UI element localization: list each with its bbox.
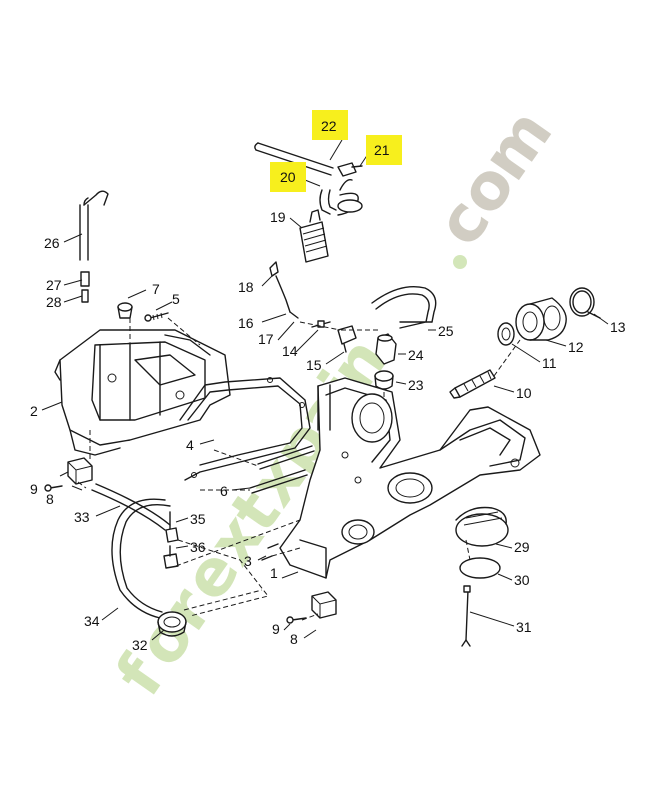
highlight-20: [270, 162, 306, 192]
label-21[interactable]: 21: [374, 142, 390, 158]
part-21-fitting: [337, 162, 363, 177]
part-32-cap: [157, 611, 187, 637]
label-24[interactable]: 24: [408, 347, 424, 363]
label-27[interactable]: 27: [46, 277, 62, 293]
part-14-cable-clip: [311, 320, 331, 328]
label-15[interactable]: 15: [306, 357, 322, 373]
label-19[interactable]: 19: [270, 209, 286, 225]
label-13[interactable]: 13: [610, 319, 626, 335]
part-26-tube: [79, 190, 109, 261]
part-labels: 1 2 3 4 5 6 7 8 8 9 9 10 11 12 13 14 15 …: [30, 118, 626, 653]
part-16-cable: [275, 275, 291, 313]
part-10-worm: [449, 369, 496, 399]
part-9-screw-left: [44, 484, 63, 492]
part-36-fitting: [163, 545, 179, 569]
label-9-right[interactable]: 9: [272, 621, 280, 637]
label-10[interactable]: 10: [516, 385, 532, 401]
label-36[interactable]: 36: [190, 539, 206, 555]
part-13-clamp: [569, 287, 601, 319]
part-33-hose: [91, 483, 171, 531]
assembly-lines: [77, 317, 521, 621]
label-8-left[interactable]: 8: [46, 491, 54, 507]
part-35-fitting: [165, 511, 179, 543]
label-14[interactable]: 14: [282, 343, 298, 359]
label-26[interactable]: 26: [44, 235, 60, 251]
part-12-bearing: [515, 297, 567, 341]
label-16[interactable]: 16: [238, 315, 254, 331]
label-8-right[interactable]: 8: [290, 631, 298, 647]
label-6[interactable]: 6: [220, 483, 228, 499]
label-11[interactable]: 11: [542, 355, 557, 371]
label-23[interactable]: 23: [408, 377, 424, 393]
label-12[interactable]: 12: [568, 339, 584, 355]
label-34[interactable]: 34: [84, 613, 100, 629]
part-24-valve: [375, 333, 397, 365]
label-32[interactable]: 32: [132, 637, 148, 653]
label-28[interactable]: 28: [46, 294, 62, 310]
watermark-dot: [453, 255, 467, 269]
part-8-nut-right: [311, 591, 337, 619]
label-1[interactable]: 1: [270, 565, 278, 581]
part-28-pin: [81, 289, 89, 303]
part-5-screw: [144, 312, 169, 322]
label-35[interactable]: 35: [190, 511, 206, 527]
part-30-o-ring: [459, 557, 501, 579]
label-20[interactable]: 20: [280, 169, 296, 185]
label-22[interactable]: 22: [321, 118, 337, 134]
part-20-elbow-hose: [319, 179, 363, 216]
part-27-sleeve: [80, 271, 90, 287]
highlight-boxes: [270, 110, 402, 192]
part-3-pin: [261, 543, 279, 561]
part-19-filter: [299, 209, 329, 263]
part-11-washer: [497, 322, 515, 346]
part-4-gasket: [179, 377, 311, 481]
label-25[interactable]: 25: [438, 323, 454, 339]
highlight-21: [366, 135, 402, 165]
part-25-hose: [371, 285, 437, 329]
highlight-22: [312, 110, 348, 140]
label-9-left[interactable]: 9: [30, 481, 38, 497]
label-30[interactable]: 30: [514, 572, 530, 588]
label-3[interactable]: 3: [244, 553, 252, 569]
label-2[interactable]: 2: [30, 403, 38, 419]
part-6-stud: [249, 445, 315, 494]
part-8-nut-left: [67, 457, 93, 485]
label-18[interactable]: 18: [238, 279, 254, 295]
part-34-hose: [111, 498, 171, 619]
part-2-housing: [54, 329, 231, 456]
label-4[interactable]: 4: [186, 437, 194, 453]
part-1-crankcase: [279, 377, 541, 579]
part-7-plug: [117, 302, 133, 319]
part-29-cap: [455, 506, 509, 547]
label-5[interactable]: 5: [172, 291, 180, 307]
part-31-dipstick: [461, 585, 471, 647]
label-17[interactable]: 17: [258, 331, 274, 347]
label-7[interactable]: 7: [152, 281, 160, 297]
part-9-screw-right: [286, 616, 307, 624]
label-33[interactable]: 33: [74, 509, 90, 525]
label-29[interactable]: 29: [514, 539, 530, 555]
part-17-pin: [289, 311, 299, 319]
part-18-clip: [269, 261, 279, 277]
label-31[interactable]: 31: [516, 619, 532, 635]
